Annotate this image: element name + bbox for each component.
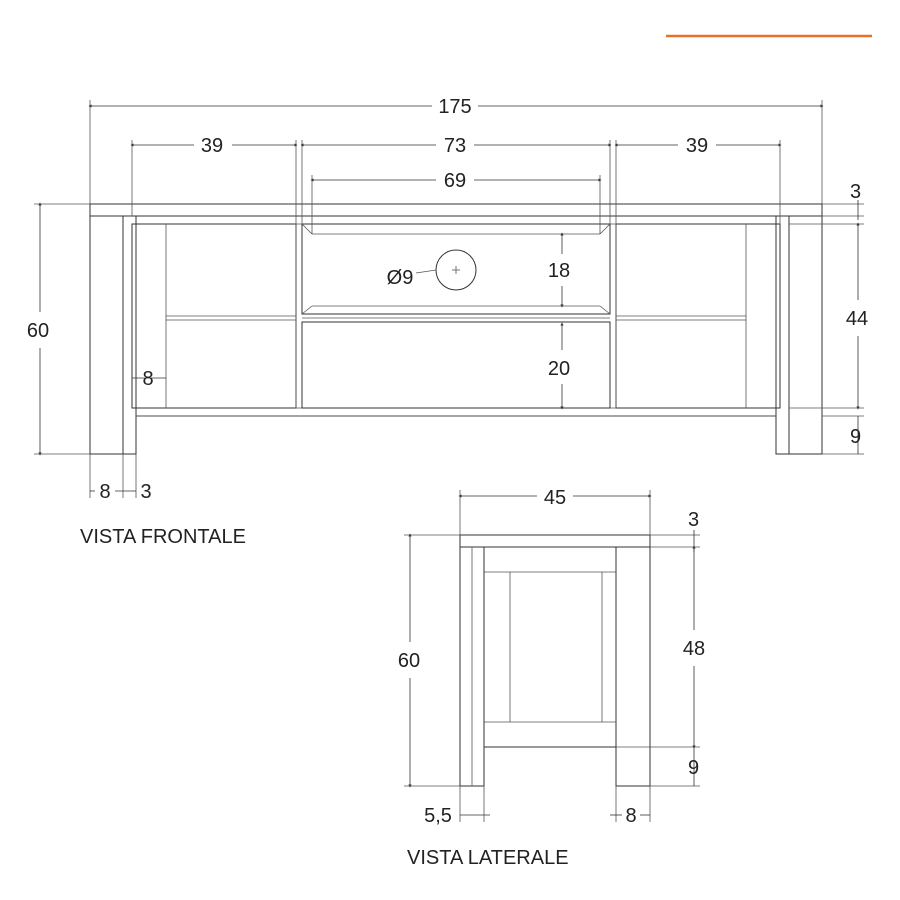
- front-dimension-labels: 175 39 73 39 69 3 60 44 9 18 20 8 8 3 Ø9…: [27, 96, 868, 548]
- dim-total-width: 175: [438, 96, 471, 118]
- side-dim-height: 60: [398, 650, 420, 672]
- side-dim-right-leg: 8: [625, 805, 636, 827]
- dim-height: 60: [27, 320, 49, 342]
- dim-upper-compartment: 18: [548, 260, 570, 282]
- front-drawer: [301, 321, 611, 409]
- front-left-leg: [89, 215, 124, 455]
- dim-center-inner: 69: [444, 170, 466, 192]
- dim-drawer: 20: [548, 358, 570, 380]
- front-right-leg: [788, 215, 823, 455]
- side-view: [459, 534, 651, 787]
- front-top-board: [89, 203, 823, 217]
- dim-center-section: 73: [444, 135, 466, 157]
- side-right-leg: [615, 546, 651, 787]
- side-dimension-labels: 45 3 60 48 9 5,5 8 VISTA LATERALE: [398, 487, 705, 869]
- front-center-compartment: [301, 223, 611, 315]
- side-dim-top-thickness: 3: [688, 509, 699, 531]
- front-view-title: VISTA FRONTALE: [80, 526, 246, 548]
- side-dim-inner-height: 48: [683, 638, 705, 660]
- dim-leg-width: 8: [99, 481, 110, 503]
- side-dimension-lines: [404, 490, 700, 822]
- front-view: [89, 203, 823, 455]
- dim-leg-gap: 3: [140, 481, 151, 503]
- front-dimension-lines: [34, 100, 864, 498]
- side-top-board: [459, 534, 651, 548]
- dim-right-section: 39: [686, 135, 708, 157]
- side-body: [483, 546, 617, 748]
- front-left-leg-inner: [122, 215, 137, 455]
- side-dim-foot-height: 9: [688, 757, 699, 779]
- side-dim-left-leg: 5,5: [424, 805, 452, 827]
- dim-hole-diameter: Ø9: [387, 267, 414, 289]
- front-right-leg-inner: [775, 215, 790, 455]
- side-view-title: VISTA LATERALE: [407, 847, 569, 869]
- dim-left-section: 39: [201, 135, 223, 157]
- dim-side-gap: 8: [142, 368, 153, 390]
- dim-top-thickness: 3: [850, 181, 861, 203]
- side-dim-depth: 45: [544, 487, 566, 509]
- dim-inner-height: 44: [846, 308, 868, 330]
- dim-foot-height: 9: [850, 426, 861, 448]
